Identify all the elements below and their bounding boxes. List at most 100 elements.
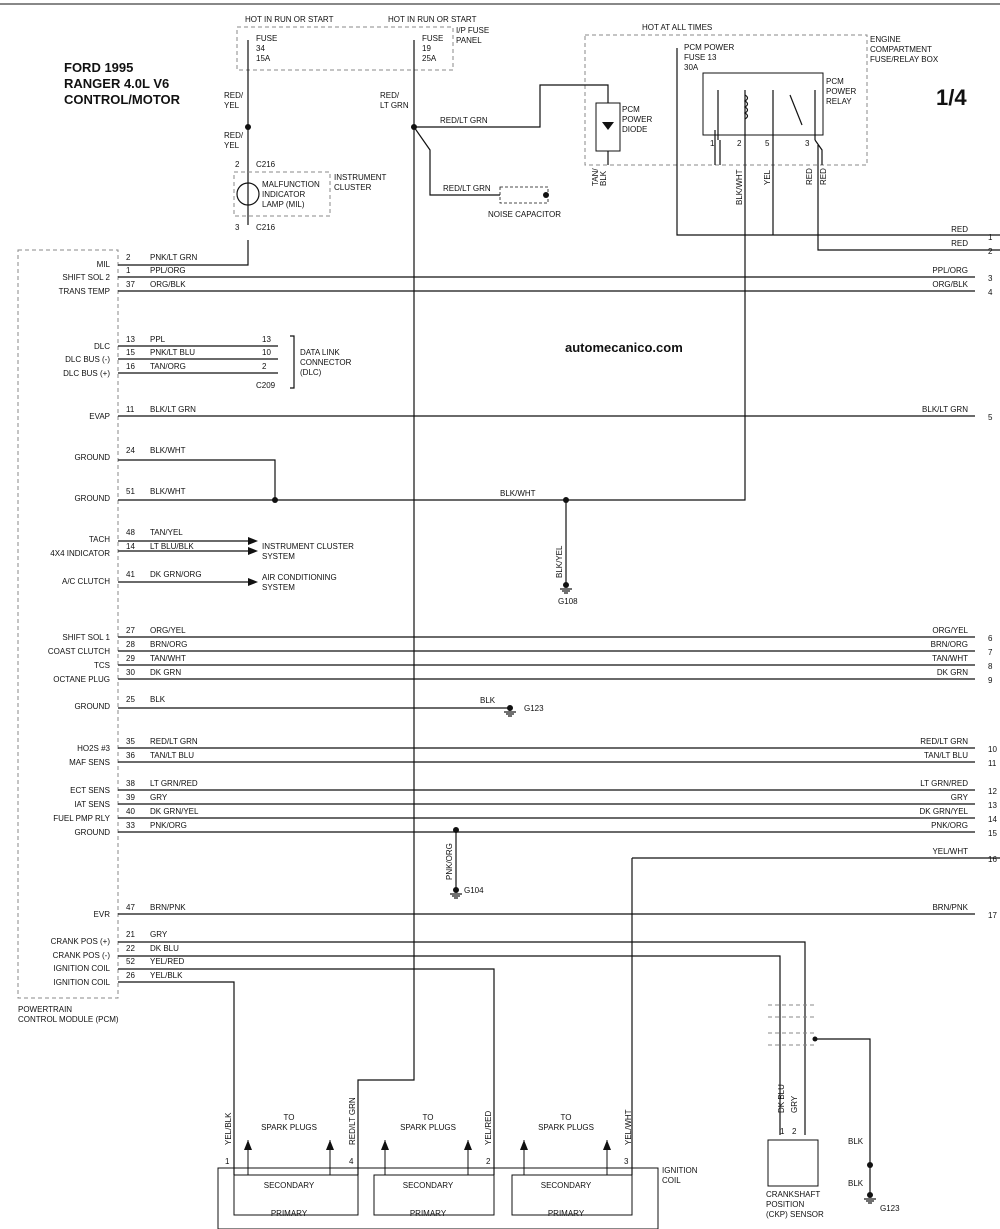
mil-lamp-label: MALFUNCTION [262,180,320,189]
pcm-pin-name: EVAP [89,412,110,421]
pcm-pin-name: EVR [94,910,111,919]
wire-reference-number: 16 [988,855,997,864]
pcm-pin-name: FUEL PMP RLY [53,814,110,823]
primary-label: PRIMARY [548,1209,585,1218]
pcm-pin-number: 13 [126,335,135,344]
wire-reference-number: 1 [988,233,993,242]
wire-color-right: BRN/ORG [931,640,968,649]
pcm-pin-name: IGNITION COIL [54,964,111,973]
pcm-wire-color: PPL/ORG [150,266,186,275]
wire-label-red-yel: YEL [224,141,240,150]
wire-color-right: TAN/LT BLU [924,751,968,760]
pcm-pin-name: GROUND [74,828,110,837]
wire-label-red: RED [805,168,814,185]
to-spark-plugs-label: SPARK PLUGS [400,1123,456,1132]
watermark-text: automecanico.com [565,340,683,355]
ignition-coil-label: IGNITION [662,1166,698,1175]
pcm-pin-number: 35 [126,737,135,746]
secondary-label: SECONDARY [264,1181,315,1190]
ckp-sensor-box [767,1139,819,1187]
wire-reference-number: 2 [988,247,993,256]
pcm-pin-number: 15 [126,348,135,357]
pcm-wire-color: BLK/WHT [150,487,186,496]
pcm-wire-color: PNK/LT GRN [150,253,197,262]
wire-label-red-ltgrn: RED/ [380,91,400,100]
wire-label-red-ltgrn: RED/LT GRN [443,184,491,193]
diagram-title-system: CONTROL/MOTOR [64,92,181,107]
ignition-coil-box [217,1167,659,1229]
c216-pin: 2 [235,160,240,169]
mil-lamp-label: INDICATOR [262,190,305,199]
wire-color-right: RED/LT GRN [920,737,968,746]
pcm-pin-number: 16 [126,362,135,371]
wire-label-blk-wht: BLK/WHT [735,169,744,205]
diagram-static [0,3,1000,1229]
engine-compartment-label: COMPARTMENT [870,45,932,54]
pcm-pin-number: 52 [126,957,135,966]
instrument-cluster-label: INSTRUMENT [334,173,387,182]
pcm-pin-number: 27 [126,626,135,635]
pcm-pin-name: TACH [89,535,110,544]
pcm-wire-color: BLK [150,695,166,704]
fuse-34-label: 34 [256,44,265,53]
pcm-pin-number: 24 [126,446,135,455]
wire-reference-number: 3 [988,274,993,283]
fuse-19-label: FUSE [422,34,443,43]
mil-lamp-label: LAMP (MIL) [262,200,305,209]
wire-reference-number: 13 [988,801,997,810]
engine-compartment-label: ENGINE [870,35,901,44]
to-spark-plugs-label: TO [423,1113,434,1122]
pcm-pin-number: 1 [126,266,131,275]
wire-color-right: PPL/ORG [932,266,968,275]
wire-color-right: GRY [951,793,969,802]
wire-label-tan-blk: BLK [599,170,608,186]
pcm-pin-number: 28 [126,640,135,649]
pcm-power-diode-label: PCM [622,105,640,114]
pcm-power-diode-label: DIODE [622,125,647,134]
pcm-wire-color: TAN/LT BLU [150,751,194,760]
pcm-power-relay-label: POWER [826,87,856,96]
splice-red-yel [245,124,251,130]
pcm-wire-color: ORG/YEL [150,626,186,635]
ckp-blk-label: BLK [848,1137,864,1146]
pcm-pin-number: 26 [126,971,135,980]
wire-reference-number: 4 [988,288,993,297]
pcm-pin-name: SHIFT SOL 1 [62,633,110,642]
wire-reference-number: 6 [988,634,993,643]
wire-label-red-yel: RED/ [224,91,244,100]
diagram-title-vehicle: FORD 1995 [64,60,133,75]
pcm-relay-box [702,72,824,136]
pcm-pin-name: CRANK POS (+) [51,937,111,946]
relay-pin: 1 [710,139,715,148]
pcm-pin-name: GROUND [74,453,110,462]
fuse-34-label: 15A [256,54,271,63]
pcm-pin-name: TRANS TEMP [59,287,110,296]
pcm-power-fuse-label: 30A [684,63,699,72]
pcm-pin-number: 51 [126,487,135,496]
wire-color-right: RED [951,239,968,248]
pcm-pin-name: DLC [94,342,110,351]
coil-wire-label: YEL/RED [484,1111,493,1145]
pcm-pin-name: A/C CLUTCH [62,577,110,586]
coil-pin-number: 2 [486,1157,491,1166]
wire-reference-number: 10 [988,745,997,754]
pcm-wire-color: DK GRN/YEL [150,807,199,816]
c216-connector: C216 [256,160,276,169]
wire-reference-number: 12 [988,787,997,796]
pcm-pin-name: IGNITION COIL [54,978,111,987]
wire-reference-number: 15 [988,829,997,838]
ground-g104-label: G104 [464,886,484,895]
coil-wire-label: RED/LT GRN [348,1097,357,1145]
wire-reference-number: 8 [988,662,993,671]
pcm-wire-color: YEL/BLK [150,971,183,980]
wire-color-right: PNK/ORG [931,821,968,830]
pcm-power-fuse-label: FUSE 13 [684,53,717,62]
pcm-pin-name: DLC BUS (+) [63,369,110,378]
ignition-coil-label: COIL [662,1176,681,1185]
primary-label: PRIMARY [410,1209,447,1218]
coil-pin-number: 1 [225,1157,230,1166]
wire-label-blk-yel: BLK/YEL [555,545,564,578]
dlc-pin-number: 10 [262,348,271,357]
